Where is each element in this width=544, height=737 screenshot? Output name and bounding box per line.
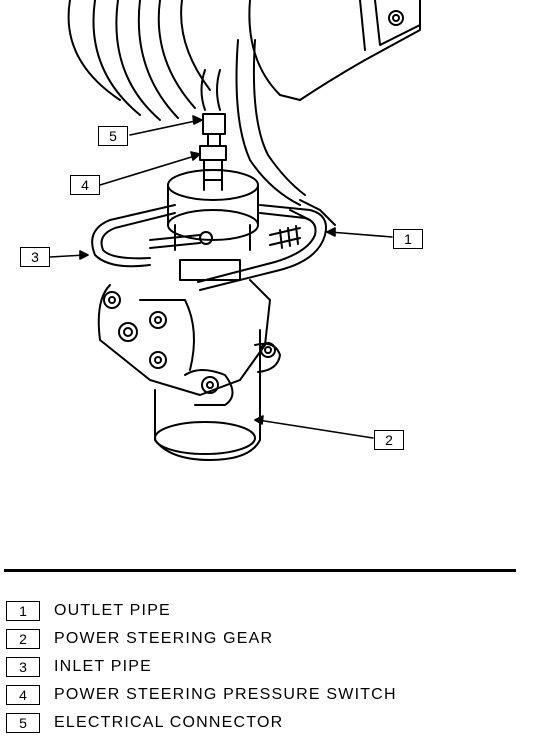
- legend-label: ELECTRICAL CONNECTOR: [54, 714, 284, 731]
- legend-item: 1 OUTLET PIPE: [6, 597, 506, 625]
- callout-1: 1: [393, 229, 423, 249]
- legend-number: 5: [6, 713, 40, 733]
- legend-number: 1: [6, 601, 40, 621]
- legend-number: 2: [6, 629, 40, 649]
- legend-label: POWER STEERING GEAR: [54, 630, 274, 647]
- legend-label: OUTLET PIPE: [54, 602, 171, 619]
- leader-lines: [49, 115, 393, 439]
- callout-2: 2: [374, 430, 404, 450]
- power-steering-diagram: [49, 0, 421, 461]
- mounting-bolts: [103, 291, 276, 394]
- engine-bracket: [248, 0, 421, 101]
- legend-item: 4 POWER STEERING PRESSURE SWITCH: [6, 681, 506, 709]
- callout-4: 4: [70, 175, 100, 195]
- callout-5: 5: [98, 126, 128, 146]
- legend-number: 4: [6, 685, 40, 705]
- pressure-switch: [199, 145, 227, 191]
- steering-gear-body: [97, 279, 281, 461]
- valve-cap: [167, 169, 259, 281]
- callout-3: 3: [20, 247, 50, 267]
- electrical-connector: [202, 113, 226, 146]
- pulley-illustration: [67, 0, 211, 121]
- legend-item: 2 POWER STEERING GEAR: [6, 625, 506, 653]
- legend-label: INLET PIPE: [54, 658, 152, 675]
- legend-item: 3 INLET PIPE: [6, 653, 506, 681]
- legend: 1 OUTLET PIPE 2 POWER STEERING GEAR 3 IN…: [6, 597, 506, 737]
- pipe-loops: [91, 199, 336, 291]
- legend-label: POWER STEERING PRESSURE SWITCH: [54, 686, 397, 703]
- legend-divider: [4, 569, 516, 572]
- legend-item: 5 ELECTRICAL CONNECTOR: [6, 709, 506, 737]
- legend-number: 3: [6, 657, 40, 677]
- upper-hoses: [200, 39, 306, 206]
